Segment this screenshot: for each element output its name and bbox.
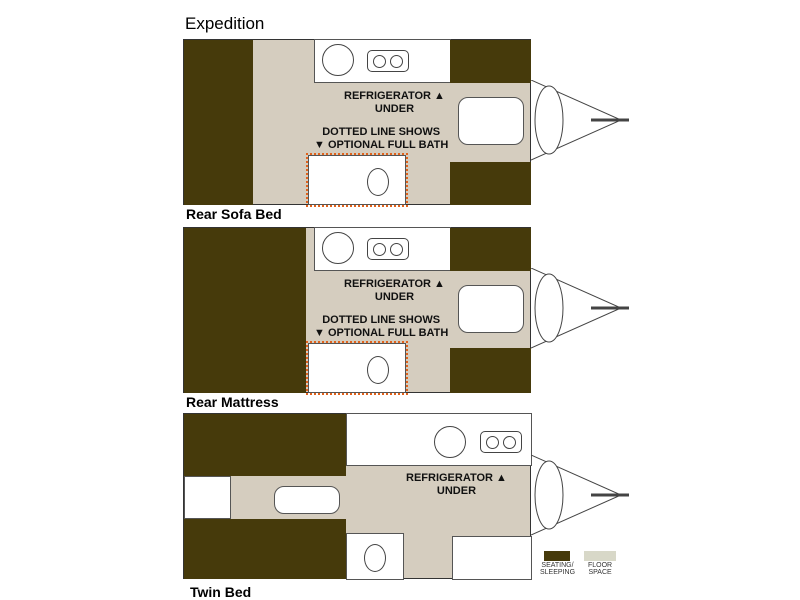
legend-label-seating: SEATING/ SLEEPING <box>540 562 576 576</box>
plan-label: Rear Mattress <box>186 394 279 410</box>
legend-swatch-seating <box>544 551 570 561</box>
sink-icon <box>322 44 354 76</box>
bath-note: DOTTED LINE SHOWS ▼ OPTIONAL FULL BATH <box>314 314 449 339</box>
legend-label-floor: FLOOR SPACE <box>588 562 613 576</box>
sofa-bed <box>184 40 253 205</box>
wardrobe <box>452 536 532 580</box>
sink-icon <box>434 426 466 458</box>
table <box>458 97 524 145</box>
sink-icon <box>322 232 354 264</box>
plan-label: Rear Sofa Bed <box>186 206 282 222</box>
stove-icon <box>480 431 522 453</box>
floorplan-twin-bed: REFRIGERATOR ▲ UNDER <box>183 413 532 580</box>
hitch-tongue-icon <box>531 455 629 536</box>
twin-bed <box>184 414 346 476</box>
twin-bed <box>184 519 346 579</box>
stove-icon <box>367 50 409 72</box>
title: Expedition <box>185 14 265 33</box>
optional-bath-outline <box>306 341 408 395</box>
bathroom <box>308 155 406 205</box>
floorplan-rear-mattress: REFRIGERATOR ▲ UNDER DOTTED LINE SHOWS ▼… <box>183 227 531 395</box>
refrigerator-note: REFRIGERATOR ▲ UNDER <box>406 472 507 497</box>
refrigerator-note: REFRIGERATOR ▲ UNDER <box>344 90 445 115</box>
dinette-seat <box>450 228 531 271</box>
table <box>458 285 524 333</box>
stove-icon <box>367 238 409 260</box>
hitch-tongue-icon <box>531 268 629 349</box>
table <box>274 486 340 514</box>
nightstand <box>184 476 231 519</box>
dinette-seat <box>450 40 531 83</box>
mattress <box>184 228 306 393</box>
dinette-seat <box>450 162 531 205</box>
legend-swatch-floor <box>584 551 616 561</box>
toilet-icon <box>364 544 386 572</box>
toilet-icon <box>367 356 389 384</box>
optional-bath-outline <box>306 153 408 207</box>
refrigerator-note: REFRIGERATOR ▲ UNDER <box>344 278 445 303</box>
bathroom <box>308 343 406 393</box>
toilet-icon <box>367 168 389 196</box>
plan-label: Twin Bed <box>190 584 252 600</box>
bath-note: DOTTED LINE SHOWS ▼ OPTIONAL FULL BATH <box>314 126 449 151</box>
floorplan-rear-sofa-bed: REFRIGERATOR ▲ UNDER DOTTED LINE SHOWS ▼… <box>183 39 531 207</box>
dinette-seat <box>450 348 531 393</box>
hitch-tongue-icon <box>531 80 629 161</box>
